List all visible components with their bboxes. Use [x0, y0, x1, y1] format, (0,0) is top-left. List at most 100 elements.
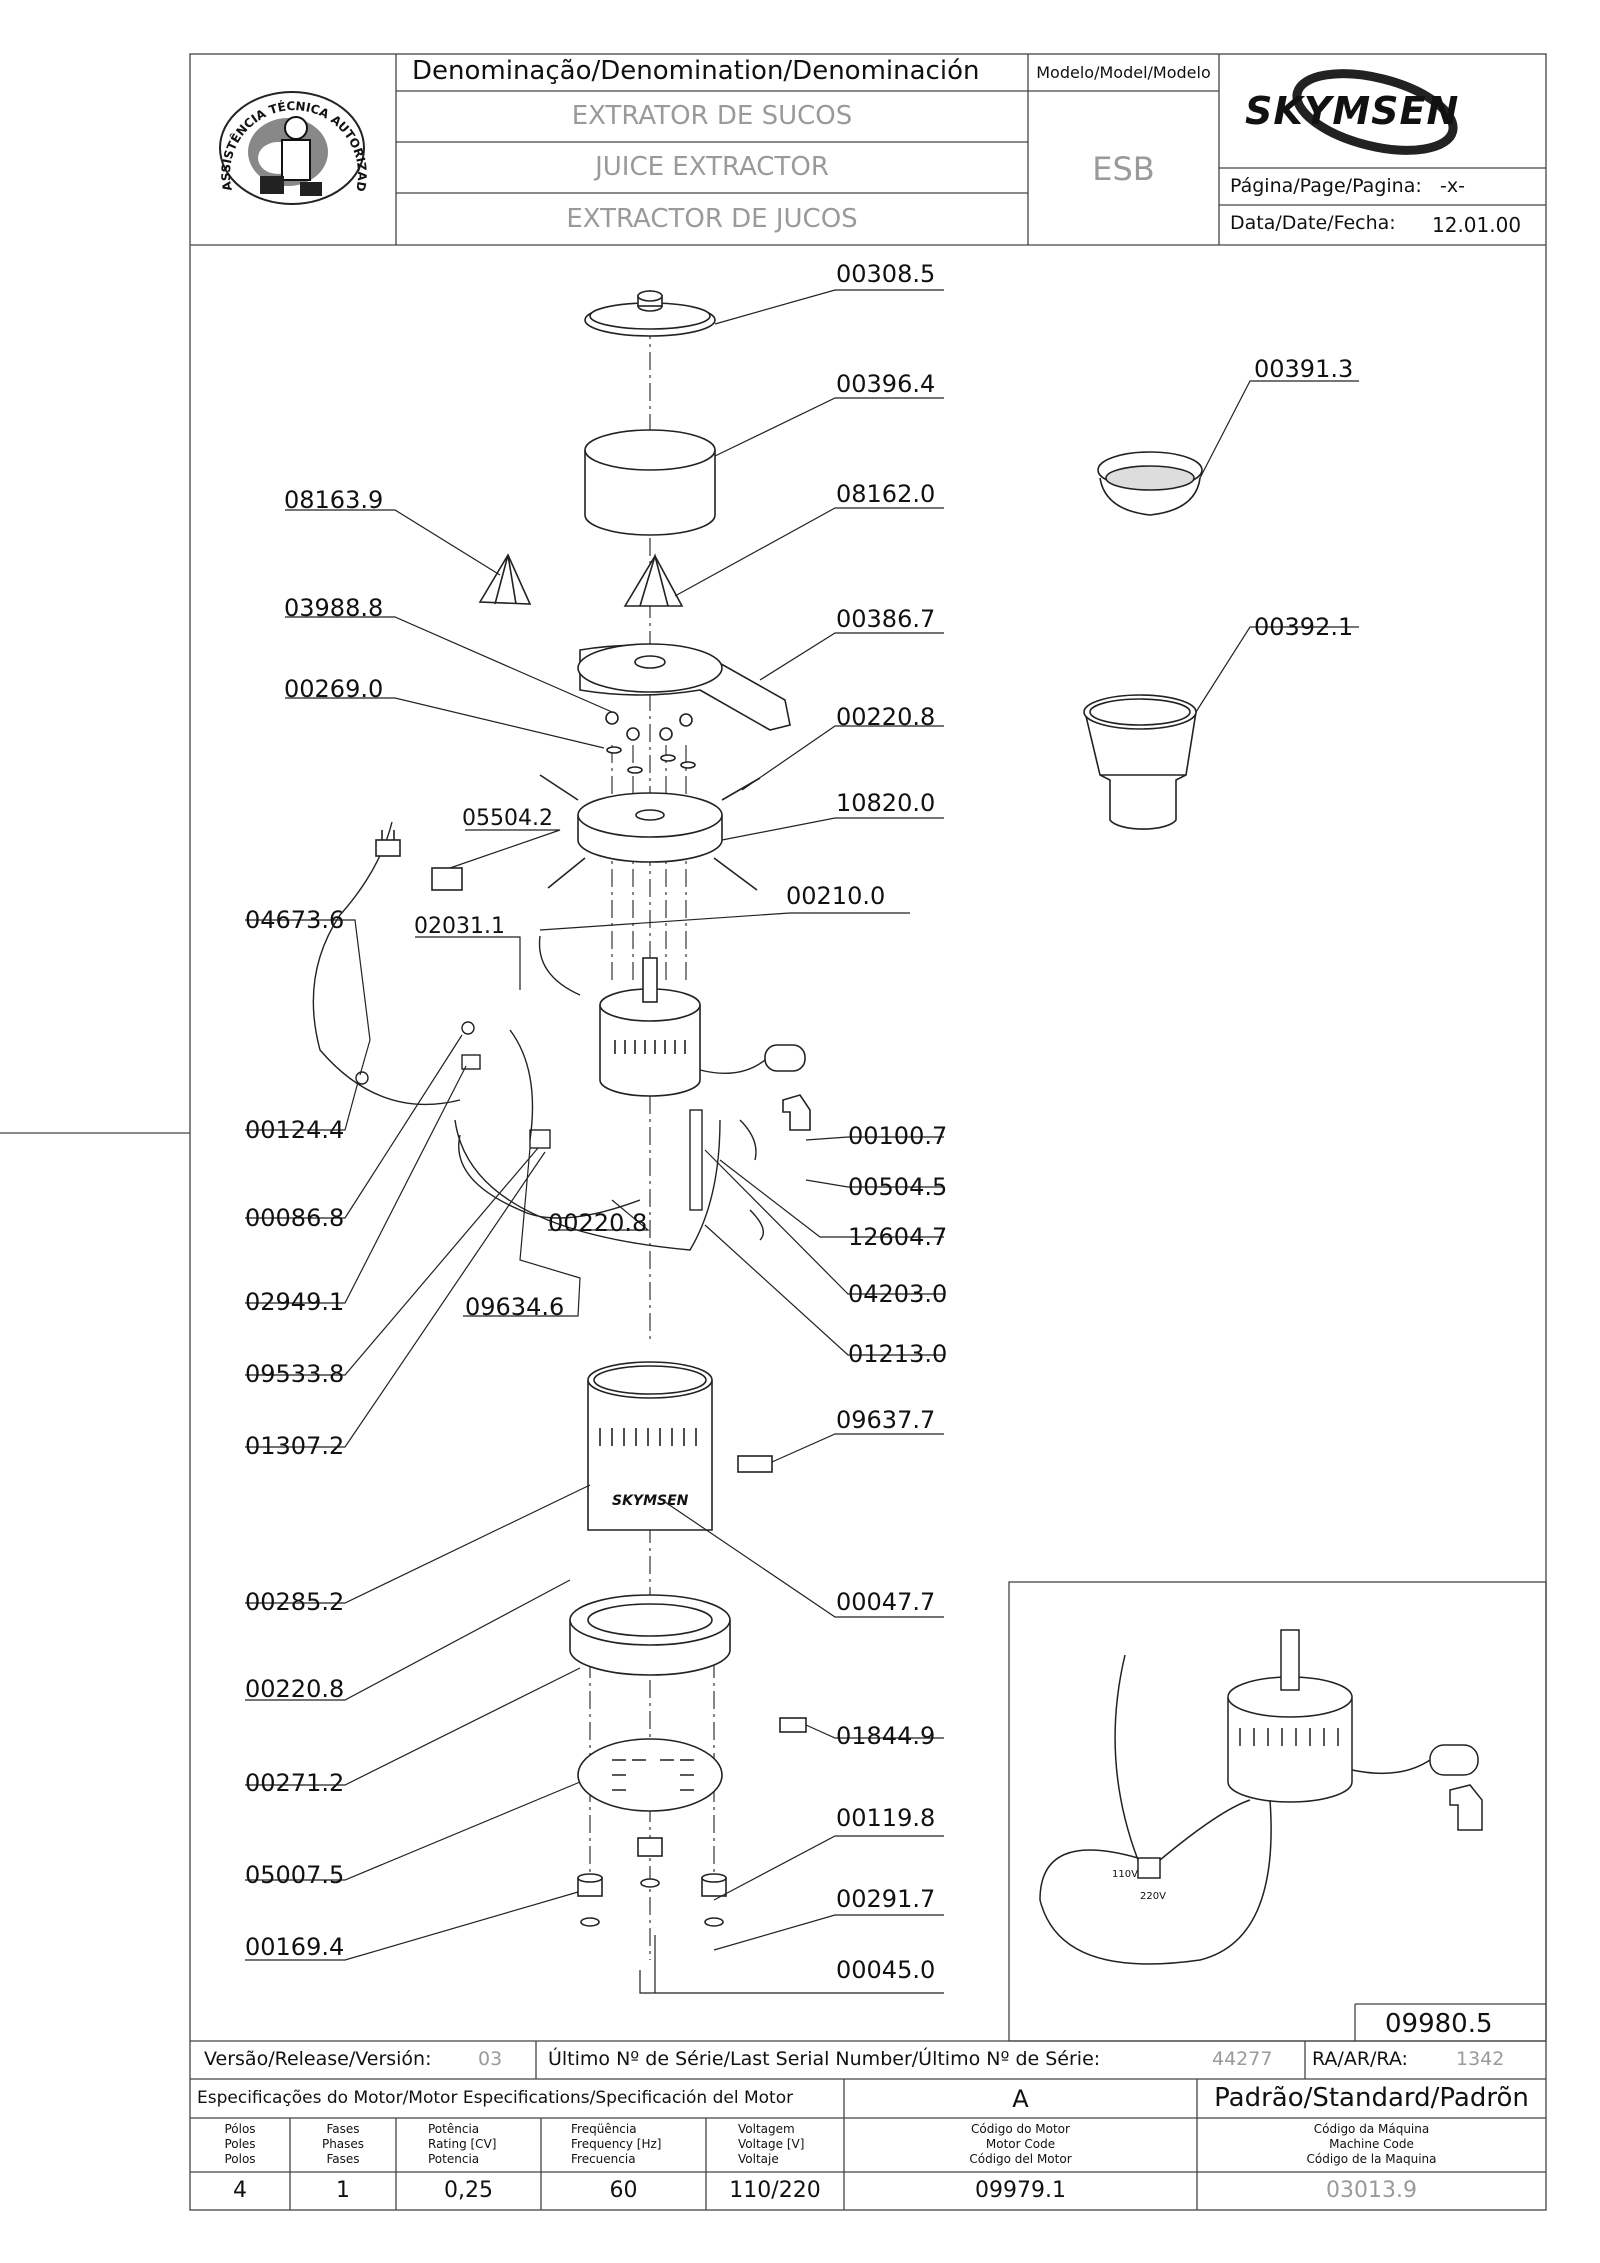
power-value: 0,25: [444, 2178, 493, 2203]
header-line: Voltagem: [738, 2122, 795, 2136]
skymsen-logo: [1292, 69, 1458, 155]
part-number: 04203.0: [848, 1280, 948, 1308]
part-wiring: [312, 821, 766, 1251]
part-number: 00119.8: [836, 1804, 936, 1832]
ra-label: RA/AR/RA:: [1312, 2048, 1408, 2070]
header-line: Poles: [224, 2137, 256, 2151]
denomination-label: Denominação/Denomination/Denominación: [412, 56, 980, 86]
part-screws: [605, 711, 696, 774]
header-line: Pólos: [224, 2122, 256, 2136]
date-value: 12.01.00: [1432, 213, 1522, 237]
part-number: 00269.0: [284, 675, 384, 703]
svg-text:SKYMSEN: SKYMSEN: [612, 1493, 689, 1509]
part-number: 00100.7: [848, 1122, 948, 1150]
part-number: 00504.5: [848, 1173, 948, 1201]
part-number: 08162.0: [836, 480, 936, 508]
voltage-label: 110V: [1112, 1869, 1138, 1880]
machine-code-value: 03013.9: [1326, 2178, 1417, 2203]
header-line: Código do Motor: [971, 2122, 1070, 2136]
motor-code-value: 09979.1: [975, 2178, 1066, 2203]
part-number: 05007.5: [245, 1861, 345, 1889]
motor-variant: A: [1012, 2085, 1029, 2113]
part-reamers: [478, 553, 684, 607]
voltage-value: 110/220: [729, 2178, 821, 2203]
model-value: ESB: [1092, 150, 1155, 188]
part-number: 00124.4: [245, 1116, 345, 1144]
page-value: -x-: [1440, 175, 1465, 197]
header-line: Frecuencia: [571, 2152, 636, 2166]
part-base-ring: [569, 1594, 731, 1676]
poles-value: 4: [233, 2178, 247, 2203]
part-capacitor: [764, 1044, 811, 1131]
part-number: 03988.8: [284, 594, 384, 622]
header-line: Phases: [321, 2137, 365, 2151]
part-label-01844: [779, 1717, 807, 1733]
date-label: Data/Date/Fecha:: [1230, 212, 1396, 234]
serial-value: 44277: [1212, 2048, 1273, 2070]
part-number: 00220.8: [836, 703, 936, 731]
part-number: 01213.0: [848, 1340, 948, 1368]
phases-value: 1: [336, 2178, 350, 2203]
inset-motor-detail: [1039, 1629, 1483, 1965]
part-number: 01844.9: [836, 1722, 936, 1750]
header-line: Código del Motor: [969, 2152, 1072, 2166]
part-label-09637: [737, 1455, 773, 1473]
header-line: Frequency [Hz]: [571, 2137, 662, 2151]
detail-part-number: 09980.5: [1385, 2009, 1493, 2039]
header-line: Voltaje: [738, 2152, 779, 2166]
header-line: Código de la Maquina: [1306, 2152, 1437, 2166]
standard-label: Padrão/Standard/Padrõn: [1214, 2083, 1529, 2113]
part-motor: [599, 957, 701, 1097]
header-line: Polos: [224, 2152, 256, 2166]
part-number: 12604.7: [848, 1223, 948, 1251]
service-seal-logo: ASSISTÊNCIA TÉCNICA AUTORIZADA: [0, 0, 369, 205]
header-line: Motor Code: [985, 2137, 1056, 2151]
exploded-parts: SKYMSEN: [312, 290, 1203, 1927]
part-bowl-ring: [584, 429, 716, 536]
part-number: 00086.8: [245, 1204, 345, 1232]
header-line: Código da Máquina: [1313, 2122, 1430, 2136]
part-power-plug: [375, 830, 401, 857]
version-label: Versão/Release/Versión:: [204, 2048, 432, 2070]
part-number: 00285.2: [245, 1588, 345, 1616]
part-number: 00396.4: [836, 370, 936, 398]
brand-name: SKYMSEN: [1245, 89, 1460, 133]
header-line: Fases: [326, 2122, 360, 2136]
voltage-label: 220V: [1140, 1891, 1166, 1902]
part-feet: [577, 1837, 727, 1927]
part-number: 00169.4: [245, 1933, 345, 1961]
name-spanish: EXTRACTOR DE JUCOS: [566, 204, 858, 234]
part-cup: [1083, 694, 1197, 830]
part-number: 09634.6: [465, 1293, 565, 1321]
serial-label: Último Nº de Série/Last Serial Number/Úl…: [548, 2048, 1101, 2070]
part-lid: [584, 290, 716, 337]
leader-lines: [245, 289, 1359, 1994]
header-line: Rating [CV]: [428, 2137, 497, 2151]
frequency-value: 60: [609, 2178, 638, 2203]
name-english: JUICE EXTRACTOR: [595, 152, 829, 182]
model-label: Modelo/Model/Modelo: [1036, 63, 1211, 82]
part-juice-collector: [577, 643, 791, 731]
part-number: 00391.3: [1254, 355, 1354, 383]
part-lower-housing: SKYMSEN: [587, 1361, 713, 1531]
part-number: 00392.1: [1254, 613, 1354, 641]
part-number: 00047.7: [836, 1588, 936, 1616]
part-number: 00220.8: [245, 1675, 345, 1703]
part-number: 00210.0: [786, 882, 886, 910]
frame-lines: [0, 53, 1547, 2211]
part-label-05504: [431, 867, 463, 891]
part-number: 09637.7: [836, 1406, 936, 1434]
name-portuguese: EXTRATOR DE SUCOS: [571, 101, 853, 131]
motor-spec-title: Especificações do Motor/Motor Especifica…: [197, 2088, 794, 2108]
header-line: Machine Code: [1329, 2137, 1414, 2151]
part-bottom-plate: [577, 1738, 723, 1812]
part-number: 00386.7: [836, 605, 936, 633]
